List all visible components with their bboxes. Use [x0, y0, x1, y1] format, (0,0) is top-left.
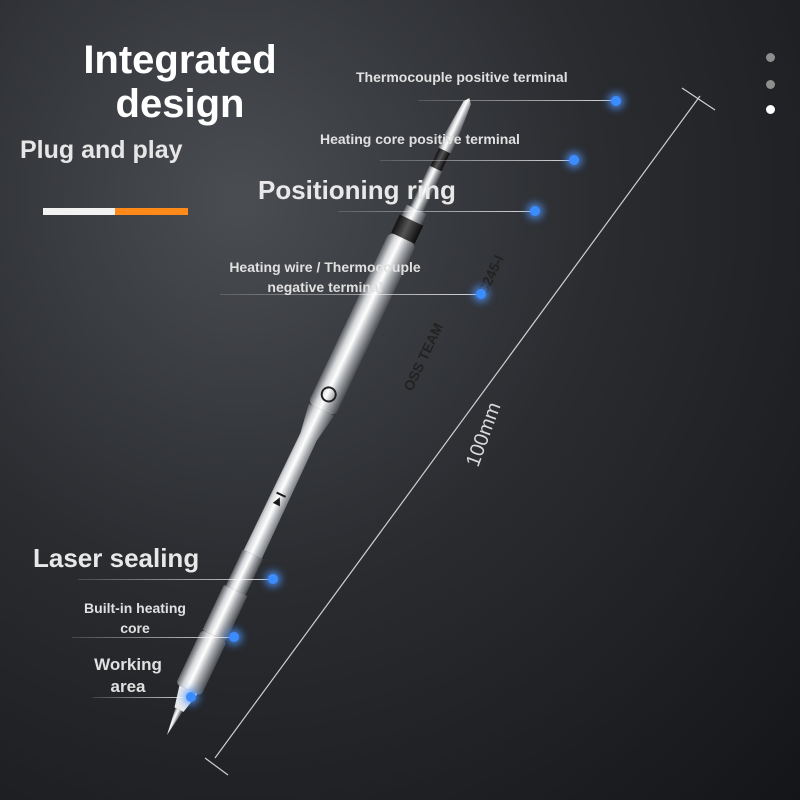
tip-body [167, 98, 471, 735]
headline-line-2: design [115, 82, 245, 126]
headline-line-1: Integrated [83, 38, 277, 82]
marker-working-area [186, 692, 196, 702]
leader-builtin-heating-core [72, 637, 234, 638]
dimension-label: 100mm [462, 400, 505, 470]
callout-thermocouple-positive: Thermocouple positive terminal [356, 69, 568, 85]
callout-builtin-line-2: core [120, 620, 150, 636]
marker-heating-core-positive [569, 155, 579, 165]
callout-heating-wire-line-2: negative terminal [267, 279, 383, 295]
subline: Plug and play [20, 136, 183, 164]
callout-builtin-line-1: Built-in heating [84, 600, 186, 616]
accent-bar-orange [115, 208, 188, 215]
callout-working-line-2: area [110, 677, 146, 696]
oss-logo-icon [320, 386, 337, 403]
callout-working-line-1: Working [94, 655, 162, 674]
callout-heating-wire: Heating wire / Thermocouple negative ter… [210, 257, 440, 297]
callout-heating-core-positive: Heating core positive terminal [320, 131, 520, 147]
leader-thermocouple-positive [418, 100, 614, 101]
headline: Integrated design [60, 38, 300, 126]
callout-working-area: Working area [80, 654, 176, 698]
callout-heating-wire-line-1: Heating wire / Thermocouple [229, 259, 421, 275]
marker-builtin-heating-core [229, 632, 239, 642]
callout-laser-sealing: Laser sealing [33, 543, 200, 573]
leader-heating-core-positive [380, 160, 573, 161]
carousel-dot-2[interactable] [766, 80, 775, 89]
carousel-dot-3[interactable] [766, 105, 775, 114]
leader-laser-sealing [78, 579, 274, 580]
accent-bar-white [43, 208, 115, 215]
marker-laser-sealing [268, 574, 278, 584]
marker-heating-wire [476, 289, 486, 299]
callout-builtin-heating-core: Built-in heating core [70, 598, 200, 638]
leader-positioning-ring [338, 211, 535, 212]
leader-working-area [93, 697, 191, 698]
marker-positioning-ring [530, 206, 540, 216]
carousel-dot-1[interactable] [766, 53, 775, 62]
marker-thermocouple-positive [611, 96, 621, 106]
dimension-line [204, 87, 716, 776]
arrow-head-icon [272, 497, 280, 507]
callout-positioning-ring: Positioning ring [258, 175, 456, 205]
tip-brand-text: OSS TEAM [400, 320, 446, 393]
accent-bar [43, 208, 188, 215]
leader-heating-wire [220, 294, 482, 295]
